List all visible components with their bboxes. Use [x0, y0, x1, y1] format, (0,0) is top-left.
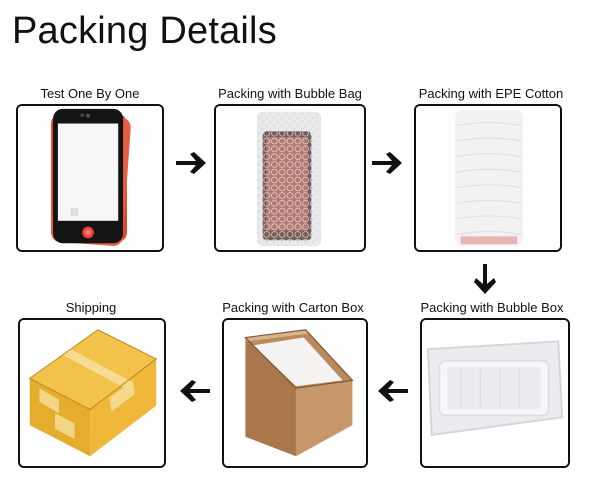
arrow-right-icon — [174, 150, 208, 176]
bubble-bag-illustration — [216, 106, 364, 250]
step-image-bubble-box — [420, 318, 570, 468]
step-label-epe-cotton: Packing with EPE Cotton — [418, 86, 564, 101]
step-image-bubble-bag — [214, 104, 366, 252]
page-title: Packing Details — [12, 10, 277, 52]
arrow-right-icon — [370, 150, 404, 176]
arrow-left-icon — [178, 378, 212, 404]
step-label-bubble-box: Packing with Bubble Box — [420, 300, 564, 315]
arrow-left-icon — [376, 378, 410, 404]
step-label-bubble-bag: Packing with Bubble Bag — [218, 86, 362, 101]
arrow-down-icon — [472, 262, 498, 296]
step-label-shipping: Shipping — [65, 300, 117, 315]
epe-cotton-illustration — [416, 106, 560, 250]
shipping-box-illustration — [20, 320, 164, 466]
carton-box-illustration — [224, 320, 366, 466]
phone-illustration — [18, 106, 162, 250]
step-label-carton-box: Packing with Carton Box — [222, 300, 364, 315]
step-image-shipping-box — [18, 318, 166, 468]
bubble-box-illustration — [422, 320, 568, 466]
step-image-epe-cotton — [414, 104, 562, 252]
step-image-carton-box — [222, 318, 368, 468]
step-label-test: Test One By One — [40, 86, 140, 101]
step-image-test-phone — [16, 104, 164, 252]
